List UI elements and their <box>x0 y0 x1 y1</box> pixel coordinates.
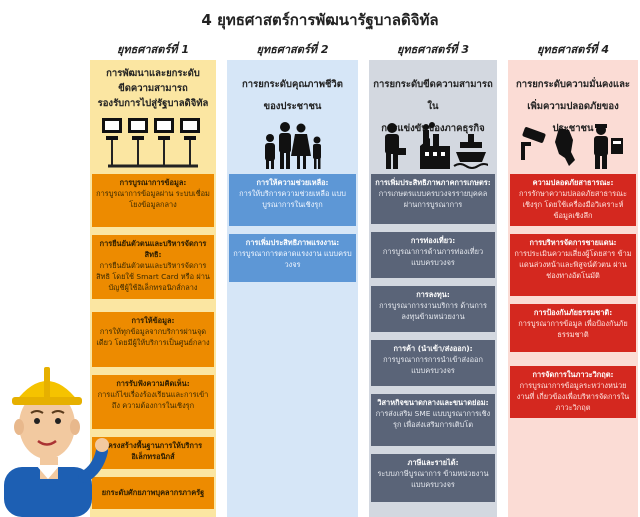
network-computers-icon <box>102 118 200 168</box>
strategy-1-item-2-desc: การยืนยันตัวตนและบริหารจัดการสิทธิ โดยใช… <box>96 261 210 292</box>
strategy-4-item-2-desc: การประเมินความเสี่ยงผู้โดยสาร ข้ามแดนล่ว… <box>514 249 632 280</box>
strategy-1-subtitle-line-3: รองรับการไปสู่รัฐบาลดิจิทัล <box>97 98 209 109</box>
strategy-4-item-3-title: การป้องกันภัยธรรมชาติ: <box>533 308 613 317</box>
strategy-1-item-2-title: การยืนยันตัวตนและบริหารจัดการสิทธิ: <box>99 239 207 259</box>
strategy-1-item-3-desc: การให้ทุกข้อมูลจากบริการผ่านจุดเดียว โดย… <box>96 327 210 347</box>
strategy-3-subtitle-line-2: การแข่งขันของภาคธุรกิจ <box>381 123 485 134</box>
strategy-1-subtitle-line-1: การพัฒนาและยกระดับ <box>106 68 200 79</box>
strategy-4-subtitle-line-2: เพิ่มความปลอดภัยของประชาชน <box>527 101 619 134</box>
strategy-1-subtitle: การพัฒนาและยกระดับ ขีดความสามารถ รองรับก… <box>92 66 214 111</box>
strategy-2-column <box>227 60 358 517</box>
strategy-4-item-1-desc: การรักษาความปลอดภัยสาธารณะเชิงรุก โดยใช้… <box>519 189 627 220</box>
strategy-4-item-3-desc: การบูรณาการข้อมูล เพื่อป้องกันภัยธรรมชาต… <box>518 319 628 339</box>
strategy-3-item-1-title: การเพิ่มประสิทธิภาพภาคการเกษตร: <box>375 178 491 187</box>
strategy-1-item-4-title: การรับฟังความคิดเห็น: <box>116 379 190 388</box>
strategy-4-item-1: ความปลอดภัยสาธารณะ: การรักษาความปลอดภัยส… <box>510 174 636 226</box>
strategy-3-item-5-desc: การส่งเสริม SME แบบบูรณาการเชิงรุก เพื่อ… <box>375 409 491 429</box>
strategy-3-subtitle: การยกระดับขีดความสามารถใน การแข่งขันของภ… <box>371 74 495 140</box>
security-icon <box>521 124 623 169</box>
strategy-2-subtitle-line-2: ของประชาชน <box>263 101 322 112</box>
strategy-3-item-3: การลงทุน: การบูรณาการงานบริการ ด้านการลง… <box>371 286 495 332</box>
strategy-1-item-6-title: ยกระดับศักยภาพบุคลากรภาครัฐ <box>101 488 205 497</box>
strategy-1-item-1-title: การบูรณาการข้อมูล: <box>119 178 187 187</box>
strategy-3-subtitle-line-1: การยกระดับขีดความสามารถใน <box>373 79 493 112</box>
strategy-4-item-2-title: การบริหารจัดการชายแดน: <box>529 238 617 247</box>
strategy-2-item-1-title: การให้ความช่วยเหลือ: <box>256 178 329 187</box>
strategy-4-item-1-title: ความปลอดภัยสาธารณะ: <box>532 178 614 187</box>
strategy-1-item-3-title: การให้ข้อมูล: <box>131 316 175 325</box>
strategy-3-item-2: การท่องเที่ยว: การบูรณาการด้านการท่องเที… <box>371 232 495 278</box>
strategy-3-item-1-desc: การเกษตรแบบครบวงจรรายบุคคล ผ่านการบูรณาก… <box>378 189 488 209</box>
strategy-2-item-1: การให้ความช่วยเหลือ: การให้บริการความช่ว… <box>229 174 356 226</box>
strategy-1-heading: ยุทธศาสตร์ที่ 1 <box>116 43 190 56</box>
strategy-1-item-5: โครงสร้างพื้นฐานการให้บริการ อิเล็กทรอนิ… <box>92 437 214 469</box>
strategy-1-item-1: การบูรณาการข้อมูล: การบูรณาการข้อมูลผ่าน… <box>92 174 214 227</box>
strategy-1-item-2: การยืนยันตัวตนและบริหารจัดการสิทธิ: การย… <box>92 235 214 299</box>
strategy-2-item-2-title: การเพิ่มประสิทธิภาพแรงงาน: <box>245 238 340 247</box>
strategy-4-item-2: การบริหารจัดการชายแดน: การประเมินความเสี… <box>510 234 636 296</box>
strategy-4-heading: ยุทธศาสตร์ที่ 4 <box>536 43 610 56</box>
strategy-3-item-4: การค้า (นำเข้า/ส่งออก): การบูรณาการการนำ… <box>371 340 495 386</box>
strategy-2-heading: ยุทธศาสตร์ที่ 2 <box>256 43 329 56</box>
strategy-3-item-2-desc: การบูรณาการด้านการท่องเที่ยว แบบครบวงจร <box>382 247 484 267</box>
strategy-1-item-1-desc: การบูรณาการข้อมูลผ่าน ระบบเชื่อมโยงข้อมู… <box>96 189 210 209</box>
family-icon <box>265 122 321 169</box>
engineer-character-illustration <box>4 367 109 517</box>
strategy-3-item-4-desc: การบูรณาการการนำเข้าส่งออก แบบครบวงจร <box>383 355 483 375</box>
strategy-3-item-6: ภาษีและรายได้: ระบบภาษีบูรณาการ ข้ามหน่ว… <box>371 454 495 502</box>
strategy-3-item-2-title: การท่องเที่ยว: <box>410 236 456 245</box>
strategy-3-item-6-title: ภาษีและรายได้: <box>407 458 459 467</box>
strategy-1-item-4: การรับฟังความคิดเห็น: การแก้ไขเรื่องร้อง… <box>92 375 214 429</box>
strategy-3-heading: ยุทธศาสตร์ที่ 3 <box>396 43 470 56</box>
strategy-2-item-1-desc: การให้บริการความช่วยเหลือ แบบบูรณาการในเ… <box>239 189 346 209</box>
strategy-1-item-3: การให้ข้อมูล: การให้ทุกข้อมูลจากบริการผ่… <box>92 312 214 367</box>
strategy-1-item-4-desc: การแก้ไขเรื่องร้องเรียนและการเข้าถึง ควา… <box>97 390 209 410</box>
strategy-4-subtitle: การยกระดับความมั่นคงและ เพิ่มความปลอดภัย… <box>510 74 636 140</box>
strategy-4-subtitle-line-1: การยกระดับความมั่นคงและ <box>516 79 630 90</box>
strategy-2-item-2: การเพิ่มประสิทธิภาพแรงงาน: การบูรณาการตล… <box>229 234 356 282</box>
strategy-3-item-3-desc: การบูรณาการงานบริการ ด้านการลงทุนข้ามหน่… <box>379 301 487 321</box>
strategy-3-item-1: การเพิ่มประสิทธิภาพภาคการเกษตร: การเกษตร… <box>371 174 495 224</box>
strategy-4-item-3: การป้องกันภัยธรรมชาติ: การบูรณาการข้อมูล… <box>510 304 636 352</box>
strategy-2-subtitle: การยกระดับคุณภาพชีวิต ของประชาชน <box>229 74 356 118</box>
strategy-2-item-2-desc: การบูรณาการตลาดแรงงาน แบบครบวงจร <box>233 249 352 269</box>
strategy-1-item-5-title: โครงสร้างพื้นฐานการให้บริการ อิเล็กทรอนิ… <box>103 441 203 461</box>
business-icon <box>385 122 488 169</box>
strategy-3-item-5: วิสาหกิจขนาดกลางและขนาดย่อม: การส่งเสริม… <box>371 394 495 446</box>
strategy-3-item-5-title: วิสาหกิจขนาดกลางและขนาดย่อม: <box>377 398 489 407</box>
strategy-1-item-6: ยกระดับศักยภาพบุคลากรภาครัฐ <box>92 477 214 509</box>
strategy-2-subtitle-line-1: การยกระดับคุณภาพชีวิต <box>242 79 343 90</box>
strategy-3-item-6-desc: ระบบภาษีบูรณาการ ข้ามหน่วยงานแบบครบวงจร <box>377 469 489 489</box>
strategy-4-item-4-desc: การบูรณาการข้อมูลระหว่างหน่วยงานที่ เกี่… <box>516 381 630 412</box>
strategy-3-item-4-title: การค้า (นำเข้า/ส่งออก): <box>393 344 473 353</box>
strategy-1-subtitle-line-2: ขีดความสามารถ <box>118 83 188 94</box>
strategy-4-item-4-title: การจัดการในภาวะวิกฤต: <box>532 370 614 379</box>
diagram-title: 4 ยุทธศาสตร์การพัฒนารัฐบาลดิจิทัล <box>201 11 439 29</box>
strategy-3-item-3-title: การลงทุน: <box>416 290 450 299</box>
strategy-4-item-4: การจัดการในภาวะวิกฤต: การบูรณาการข้อมูลร… <box>510 366 636 418</box>
